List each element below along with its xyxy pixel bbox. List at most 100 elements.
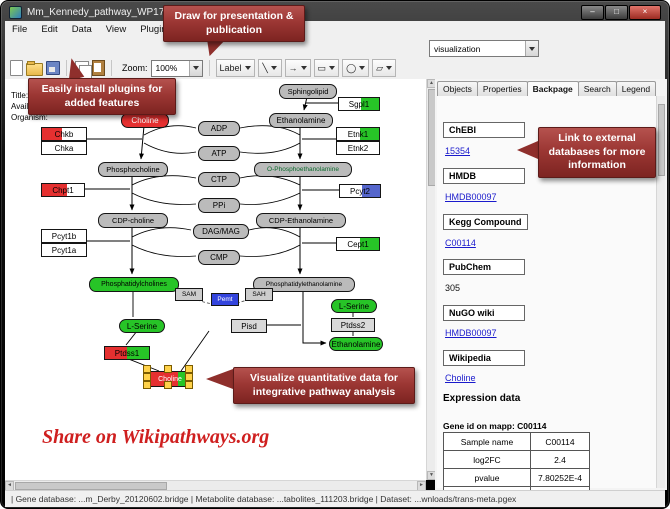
pathway-node[interactable]: Pcyt1a: [41, 243, 87, 257]
parallelogram-icon: ▱: [376, 62, 384, 73]
pathway-node[interactable]: O-Phosphoethanolamine: [254, 162, 352, 177]
pathway-node[interactable]: Etnk2: [336, 141, 380, 155]
pathway-node[interactable]: Ethanolamine: [329, 337, 383, 351]
scrollbar-thumb[interactable]: [658, 104, 665, 176]
chevron-down-icon: [300, 66, 307, 70]
info-title-label: Title:: [11, 91, 29, 100]
pathway-node[interactable]: L-Serine: [331, 299, 377, 313]
save-icon[interactable]: [46, 61, 60, 75]
open-file-icon[interactable]: [26, 60, 43, 76]
pathway-node[interactable]: ADP: [198, 121, 240, 136]
pathway-node[interactable]: L-Serine: [119, 319, 165, 333]
pathway-node[interactable]: Sphingolipid: [279, 84, 337, 99]
pathway-node[interactable]: Ptdss1: [104, 346, 150, 360]
pathway-node[interactable]: Cept1: [336, 237, 380, 251]
table-cell: Sample name: [443, 432, 531, 451]
pathway-node[interactable]: Choline: [121, 113, 169, 128]
side-panel-tabs: Objects Properties Backpage Search Legen…: [437, 81, 665, 97]
tab-properties[interactable]: Properties: [476, 81, 528, 96]
selection-handle[interactable]: [164, 381, 172, 389]
tab-search[interactable]: Search: [577, 81, 617, 96]
pathway-node[interactable]: Chka: [41, 141, 87, 155]
chevron-down-icon: [270, 66, 277, 70]
rect-tool-button[interactable]: ▭: [313, 59, 340, 77]
chebi-link[interactable]: 15354: [445, 146, 471, 156]
pathway-node[interactable]: SAM: [175, 288, 203, 301]
tab-backpage[interactable]: Backpage: [526, 81, 579, 96]
nugo-link[interactable]: HMDB00097: [445, 328, 497, 338]
chevron-down-icon[interactable]: [188, 60, 202, 76]
shape-tool-button[interactable]: ▱: [372, 59, 397, 77]
chevron-down-icon: [244, 66, 251, 70]
expression-data-heading: Expression data: [443, 393, 521, 404]
wikipedia-link[interactable]: Choline: [445, 373, 476, 383]
scrollbar-thumb[interactable]: [15, 482, 167, 490]
pathway-node[interactable]: Pisd: [231, 319, 267, 333]
menu-bar: File Edit Data View Plugins Help: [5, 21, 665, 38]
window-title: Mm_Kennedy_pathway_WP1771_45176.gpml: [27, 6, 234, 18]
table-cell: 7.80252E-4: [530, 468, 590, 487]
selection-handle[interactable]: [185, 381, 193, 389]
pathway-node[interactable]: Chpt1: [41, 183, 85, 197]
chevron-down-icon: [359, 66, 366, 70]
selection-handle[interactable]: [143, 373, 151, 381]
pathway-node[interactable]: Pemt: [211, 293, 239, 306]
pathway-node[interactable]: Ethanolamine: [269, 113, 333, 128]
pathway-node[interactable]: Pcyt2: [339, 184, 381, 198]
pathway-node[interactable]: Phosphatidylethanolamine: [253, 277, 355, 292]
expression-table: Sample name C00114 log2FC 2.4 pvalue 7.8…: [443, 432, 590, 505]
selection-handle[interactable]: [143, 365, 151, 373]
menu-data[interactable]: Data: [71, 23, 92, 35]
pathway-node[interactable]: Phosphatidylcholines: [89, 277, 179, 292]
section-header-chebi: ChEBI: [443, 122, 525, 138]
chevron-down-icon[interactable]: [525, 41, 538, 56]
selection-handle[interactable]: [185, 373, 193, 381]
menu-edit[interactable]: Edit: [41, 23, 58, 35]
selection-handle[interactable]: [143, 381, 151, 389]
kegg-link[interactable]: C00114: [445, 238, 476, 248]
section-header-pubchem: PubChem: [443, 259, 525, 275]
hmdb-link[interactable]: HMDB00097: [445, 192, 497, 202]
pathway-node[interactable]: Pcyt1b: [41, 229, 87, 243]
pathway-node[interactable]: Sgpl1: [338, 97, 380, 111]
section-header-wikipedia: Wikipedia: [443, 350, 525, 366]
tab-objects[interactable]: Objects: [437, 81, 478, 96]
panel-scrollbar[interactable]: [656, 96, 665, 488]
visualization-combobox[interactable]: visualization: [429, 40, 539, 57]
pathway-node[interactable]: Ptdss2: [331, 318, 375, 332]
info-organism-label: Organism:: [11, 113, 48, 122]
table-cell: C00114: [530, 432, 590, 451]
menu-file[interactable]: File: [12, 23, 28, 35]
pathway-node[interactable]: DAG/MAG: [193, 224, 249, 239]
maximize-button[interactable]: □: [605, 4, 628, 20]
paste-icon[interactable]: [92, 60, 105, 76]
pathway-node[interactable]: Chkb: [41, 127, 87, 141]
line-tool-button[interactable]: ╲: [257, 59, 282, 77]
minimize-button[interactable]: –: [581, 4, 604, 20]
chevron-down-icon: [386, 66, 393, 70]
pathway-node[interactable]: CDP-Ethanolamine: [256, 213, 346, 228]
pathway-node[interactable]: CTP: [198, 172, 240, 187]
oval-tool-button[interactable]: ◯: [342, 59, 370, 77]
pathway-node[interactable]: ATP: [198, 146, 240, 161]
arrow-tool-button[interactable]: →: [284, 59, 311, 77]
menu-view[interactable]: View: [105, 23, 127, 35]
zoom-combobox[interactable]: 100%: [150, 59, 203, 77]
selection-handle[interactable]: [185, 365, 193, 373]
side-panel: Objects Properties Backpage Search Legen…: [435, 79, 667, 505]
new-file-icon[interactable]: [10, 60, 23, 76]
close-button[interactable]: ×: [629, 4, 661, 20]
pathway-drawing: Title: Availability: Organism:: [9, 79, 426, 470]
pathway-node[interactable]: Phosphocholine: [98, 162, 168, 177]
pathway-node[interactable]: Etnk1: [336, 127, 380, 141]
tab-legend[interactable]: Legend: [615, 81, 657, 96]
selection-handle[interactable]: [164, 365, 172, 373]
pathway-node[interactable]: CDP-choline: [98, 213, 168, 228]
label-tool-button[interactable]: Label: [215, 59, 255, 77]
pathway-node[interactable]: PPi: [198, 198, 240, 213]
menu-plugins[interactable]: Plugins: [140, 23, 172, 35]
copy-icon[interactable]: [75, 60, 92, 79]
status-bar: | Gene database: ...m_Derby_20120602.bri…: [5, 490, 665, 507]
pathway-node[interactable]: SAH: [245, 288, 273, 301]
pathway-node[interactable]: CMP: [198, 250, 240, 265]
